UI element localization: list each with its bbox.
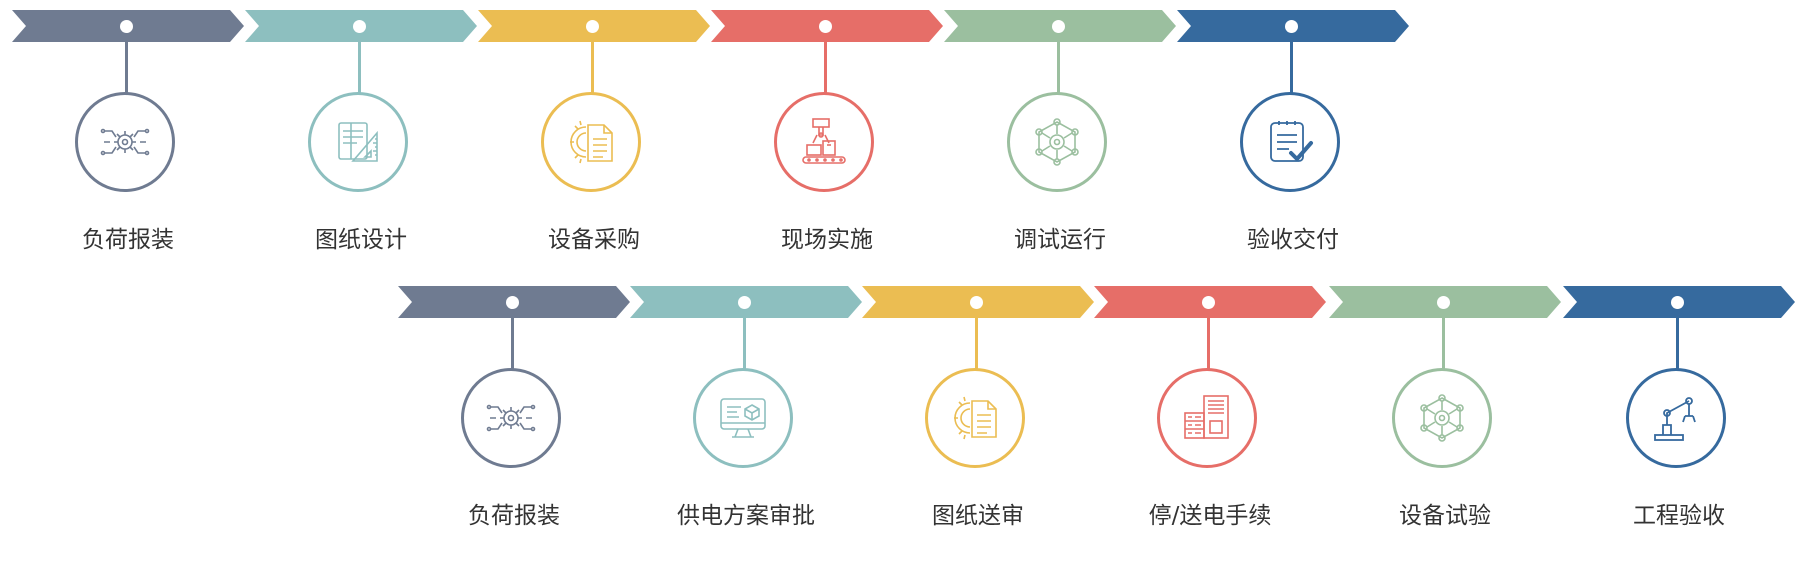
step-icon-circle <box>774 92 874 192</box>
timeline-dot <box>738 296 751 309</box>
step-label: 现场实施 <box>781 227 873 253</box>
connector-line <box>591 35 594 95</box>
step-label: 验收交付 <box>1247 227 1339 253</box>
step-icon-circle <box>1392 368 1492 468</box>
step-icon-circle <box>1240 92 1340 192</box>
connector-line <box>1207 311 1210 371</box>
step-site-implementation: 现场实施 <box>711 0 943 253</box>
connector-line <box>358 35 361 95</box>
step-label: 图纸送审 <box>932 503 1024 529</box>
building-server-icon <box>1184 395 1229 439</box>
step-icon-circle <box>541 92 641 192</box>
step-label: 停/送电手续 <box>1148 503 1272 529</box>
step-equipment-testing: 设备试验 <box>1329 276 1561 529</box>
timeline-dot <box>970 296 983 309</box>
step-icon-circle <box>925 368 1025 468</box>
gear-document-icon <box>570 120 613 164</box>
step-label: 负荷报装 <box>468 503 560 529</box>
checklist-icon <box>1270 121 1313 162</box>
step-label: 设备采购 <box>548 227 640 253</box>
step-project-acceptance: 工程验收 <box>1563 276 1795 529</box>
step-icon-circle <box>1157 368 1257 468</box>
network-gear-icon <box>1035 118 1079 166</box>
step-label: 工程验收 <box>1633 503 1725 529</box>
step-icon-circle <box>1626 368 1726 468</box>
timeline-dot <box>1437 296 1450 309</box>
timeline-dot <box>819 20 832 33</box>
timeline-dot <box>1052 20 1065 33</box>
timeline-dot <box>586 20 599 33</box>
timeline-dot <box>1285 20 1298 33</box>
connector-line <box>1057 35 1060 95</box>
circuit-gear-icon <box>486 404 536 432</box>
process-row-2: 负荷报装 供电方案审批 图纸送审 <box>0 276 1805 567</box>
timeline-dot <box>506 296 519 309</box>
step-commissioning: 调试运行 <box>944 0 1176 253</box>
connector-line <box>824 35 827 95</box>
step-label: 供电方案审批 <box>677 503 815 529</box>
step-icon-circle <box>461 368 561 468</box>
step-label: 设备试验 <box>1399 503 1491 529</box>
step-load-application: 负荷报装 <box>12 0 244 253</box>
factory-robot-icon <box>802 118 846 164</box>
step-acceptance-delivery: 验收交付 <box>1177 0 1409 253</box>
timeline-dot <box>1671 296 1684 309</box>
step-load-application-2: 负荷报装 <box>398 276 630 529</box>
connector-line <box>975 311 978 371</box>
connector-line <box>743 311 746 371</box>
step-label: 图纸设计 <box>315 227 407 253</box>
timeline-dot <box>353 20 366 33</box>
monitor-cube-icon <box>720 398 766 438</box>
connector-line <box>1290 35 1293 95</box>
step-icon-circle <box>1007 92 1107 192</box>
blueprint-ruler-icon <box>338 122 378 162</box>
step-icon-circle <box>75 92 175 192</box>
step-power-plan-approval: 供电方案审批 <box>630 276 862 529</box>
timeline-dot <box>120 20 133 33</box>
connector-line <box>511 311 514 371</box>
step-label: 调试运行 <box>1014 227 1106 253</box>
connector-line <box>1442 311 1445 371</box>
step-icon-circle <box>308 92 408 192</box>
circuit-gear-icon <box>100 128 150 156</box>
step-drawing-review: 图纸送审 <box>862 276 1094 529</box>
step-equipment-procurement: 设备采购 <box>478 0 710 253</box>
timeline-dot <box>1202 296 1215 309</box>
connector-line <box>1676 311 1679 371</box>
step-drawing-design: 图纸设计 <box>245 0 477 253</box>
process-row-1: 负荷报装 图纸设计 设备采购 <box>12 0 1409 253</box>
step-icon-circle <box>693 368 793 468</box>
robot-arm-icon <box>1654 397 1696 441</box>
step-label: 负荷报装 <box>82 227 174 253</box>
step-power-outage-procedures: 停/送电手续 <box>1094 276 1326 529</box>
connector-line <box>125 35 128 95</box>
gear-document-icon <box>954 396 997 440</box>
network-gear-icon <box>1420 394 1464 442</box>
